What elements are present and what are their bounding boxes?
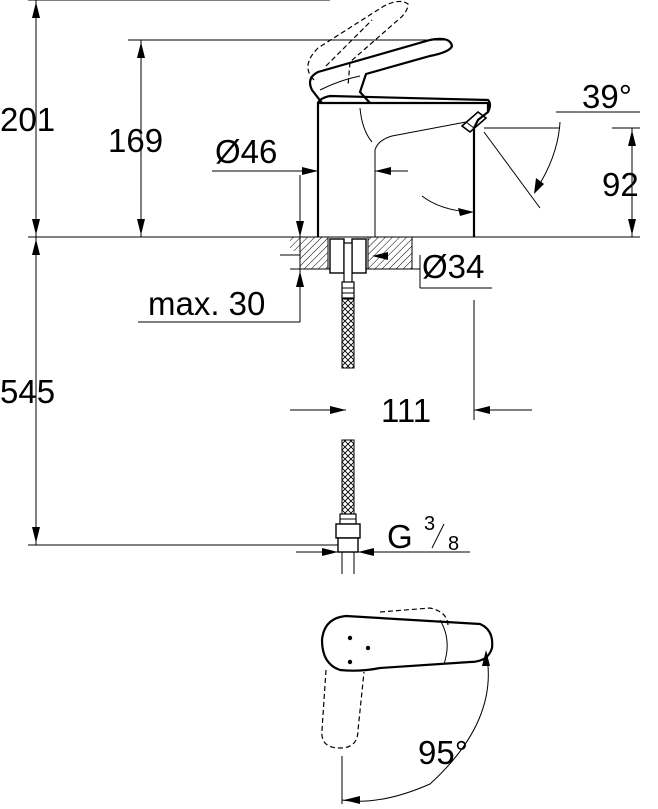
dim-34-label: Ø34: [422, 248, 484, 285]
dim-545: 545: [0, 237, 340, 546]
supply-hose-lower: [335, 439, 361, 574]
dim-169: 169: [108, 39, 445, 237]
dim-g-denominator: 8: [448, 533, 459, 555]
dim-111: 111: [290, 300, 532, 429]
dim-g-label: G: [387, 518, 413, 555]
dim-92: 92: [484, 127, 640, 237]
dim-39-label: 39°: [582, 78, 632, 115]
dim-46: Ø46: [212, 133, 408, 237]
dim-max30-label: max. 30: [148, 285, 265, 322]
faucet-body: [307, 0, 492, 237]
dim-92-label: 92: [602, 166, 639, 203]
dim-34: Ø34: [372, 248, 492, 289]
dim-545-label: 545: [0, 373, 55, 410]
dim-201-label: 201: [0, 101, 55, 138]
dim-95-label: 95°: [418, 734, 468, 771]
dim-max30: max. 30: [138, 269, 304, 323]
countertop-section: [280, 236, 420, 300]
dim-g38: G 3 8: [296, 513, 470, 556]
dim-39-angle: 39°: [483, 78, 640, 209]
dim-46-label: Ø46: [215, 133, 277, 170]
dim-201: 201: [0, 0, 330, 237]
dim-111-label: 111: [381, 392, 431, 429]
dim-g-numerator: 3: [424, 513, 435, 535]
top-view: 95°: [320, 607, 494, 804]
dim-169-label: 169: [108, 122, 163, 159]
supply-hose-upper: [341, 297, 355, 369]
